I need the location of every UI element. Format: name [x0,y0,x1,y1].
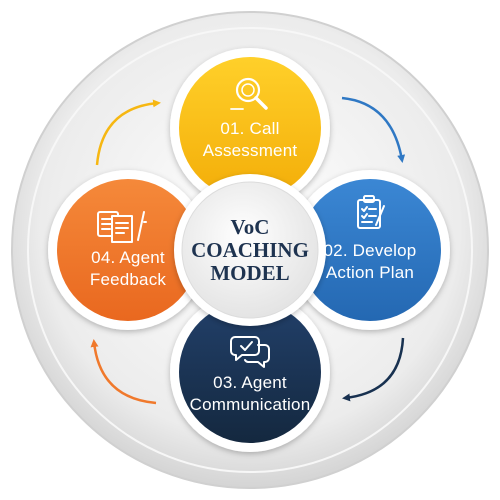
arrow-top-right [341,96,406,163]
arrow-bottom-right [342,337,405,402]
circle-step-3 [179,301,321,443]
circle-step-2 [299,179,441,321]
step-4-line-2: Feedback [89,270,167,289]
circle-step-4 [57,179,199,321]
step-4-line-1: 04. Agent [91,248,165,267]
circle-step-1 [179,57,321,199]
clipboard-icon [357,195,385,229]
step-3-label: 03. Agent Communication [175,372,325,416]
step-2-label: 02. Develop Action Plan [300,240,440,284]
step-1-label: 01. Call Assessment [180,118,320,162]
magnifier-icon [230,77,268,110]
chat-bubbles-icon [230,336,270,368]
center-title-line-1: VoC [230,215,270,239]
center-title-line-3: MODEL [210,261,290,285]
center-title: VoC COACHING MODEL [175,216,325,285]
step-1-line-2: Assessment [202,141,298,160]
step-3-line-1: 03. Agent [213,373,287,392]
step-3-line-2: Communication [189,395,311,414]
outer-disc-inner-ring [27,27,473,473]
step-2-line-1: 02. Develop [323,241,417,260]
step-2-line-2: Action Plan [325,263,415,282]
documents-icon [97,211,147,243]
center-title-line-2: COACHING [191,238,309,262]
step-4-label: 04. Agent Feedback [58,247,198,291]
step-1-line-1: 01. Call [220,119,280,138]
center-circle [181,181,319,319]
arrow-top-left [95,99,161,166]
arrow-bottom-left [90,339,157,405]
